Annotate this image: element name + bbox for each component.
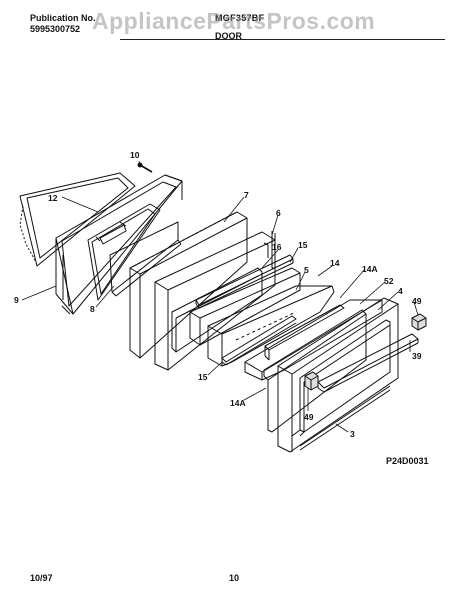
- watermark: AppliancePartsPros.com: [92, 8, 376, 34]
- callout-15-top: 15: [298, 240, 308, 250]
- callout-14a-top: 14A: [362, 264, 378, 274]
- header-rule: [120, 39, 445, 40]
- part-inner-glass: [109, 221, 182, 297]
- leader-lines: [21, 160, 419, 433]
- part-middle-glass: [189, 267, 301, 346]
- callout-49-bottom: 49: [304, 412, 314, 422]
- callout-12: 12: [48, 193, 58, 203]
- callout-49-top: 49: [412, 296, 422, 306]
- callout-10: 10: [130, 150, 140, 160]
- callout-39: 39: [412, 351, 422, 361]
- callout-4: 4: [398, 286, 403, 296]
- callout-7: 7: [244, 190, 249, 200]
- part-door-panel-frame: [154, 231, 276, 371]
- part-handle-end-cap-right: [411, 313, 427, 331]
- callout-16: 16: [272, 242, 282, 252]
- callout-6: 6: [276, 208, 281, 218]
- callout-15-bottom: 15: [198, 372, 208, 382]
- callout-9: 9: [14, 295, 19, 305]
- callout-14: 14: [330, 258, 340, 268]
- part-glass-pack: [207, 285, 335, 367]
- callout-8: 8: [90, 304, 95, 314]
- part-spacer: [271, 231, 276, 269]
- part-door-handle: [317, 333, 419, 393]
- publication-label: Publication No.: [30, 13, 96, 23]
- callout-3: 3: [350, 429, 355, 439]
- page-number: 10: [229, 573, 240, 583]
- part-side-trim: [264, 304, 345, 361]
- part-handle-end-cap: [304, 371, 319, 391]
- callout-52: 52: [384, 276, 394, 286]
- callout-14a-bottom: 14A: [230, 398, 246, 408]
- part-door-gasket: [19, 172, 136, 267]
- part-outer-glass: [263, 309, 367, 433]
- section-title: DOOR: [215, 31, 242, 41]
- part-glass-retainer: [221, 315, 297, 366]
- part-outer-door-panel: [277, 297, 399, 453]
- part-door-trim: [299, 385, 391, 451]
- part-inner-door-liner: [55, 174, 183, 315]
- callout-5: 5: [304, 265, 309, 275]
- part-insulation: [129, 211, 248, 359]
- publication-number: 5995300752: [30, 24, 81, 34]
- part-glass-support: [195, 254, 294, 309]
- footer-date: 10/97: [30, 573, 53, 583]
- model-number: MGF357BF: [215, 13, 265, 23]
- diagram-code: P24D0031: [386, 456, 429, 466]
- callout-labels: 10 12 7 6 16 15 14 14A 5 52 4 49 39 9 8 …: [14, 150, 422, 439]
